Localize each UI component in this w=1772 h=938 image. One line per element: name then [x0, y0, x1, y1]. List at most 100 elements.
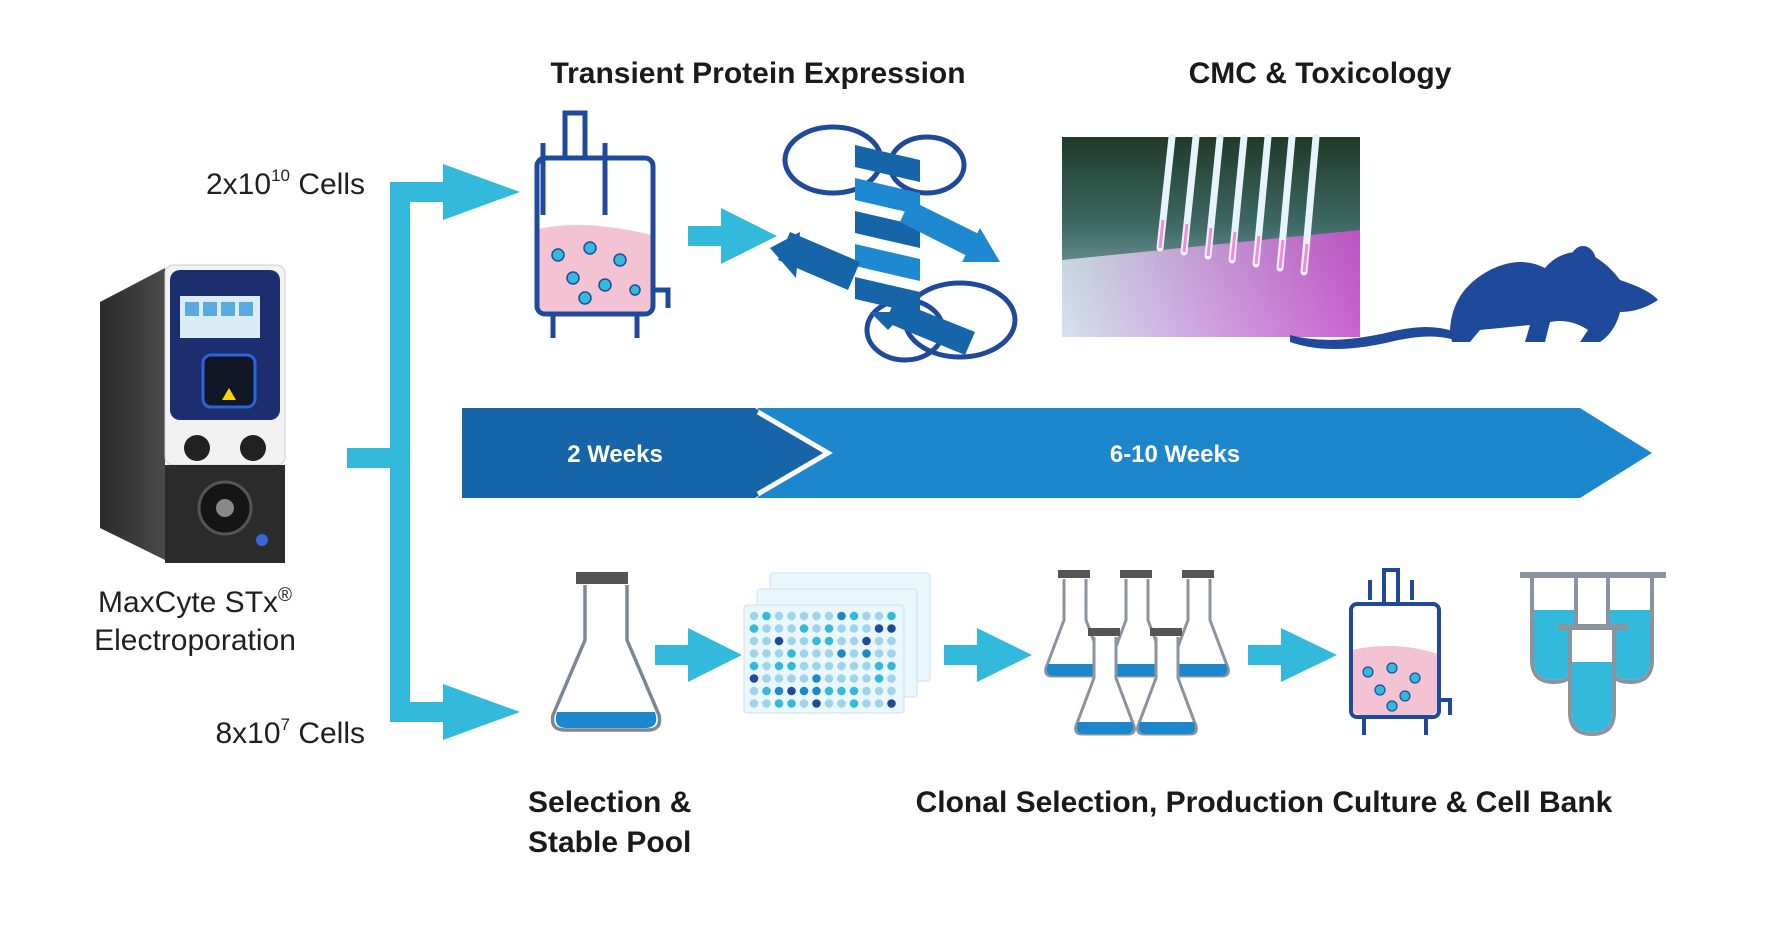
well: [749, 661, 759, 671]
well: [849, 649, 859, 658]
well: [762, 699, 771, 708]
timeline-banner: 2 Weeks 6-10 Weeks: [462, 408, 1652, 498]
well: [774, 624, 784, 633]
well-grid: [749, 611, 896, 708]
well: [849, 611, 859, 621]
clonal-selection-label: Clonal Selection, Production Culture & C…: [916, 786, 1613, 819]
well: [787, 649, 796, 658]
well: [887, 686, 896, 696]
well: [887, 699, 896, 708]
well: [812, 699, 821, 708]
well: [837, 611, 846, 621]
well: [887, 636, 896, 646]
small-flask: [1074, 628, 1136, 736]
well: [799, 624, 809, 633]
well: [874, 661, 884, 671]
timeline-segment-later: [757, 408, 1652, 498]
well: [812, 624, 821, 633]
well: [812, 686, 821, 696]
well: [749, 674, 759, 683]
cmc-toxicology-header: CMC & Toxicology: [1189, 57, 1452, 90]
bottom-branch-cells-label: 8x107 Cells: [215, 715, 365, 750]
branch-connector: [347, 164, 520, 740]
well: [837, 699, 846, 708]
well: [824, 649, 834, 658]
well: [762, 624, 771, 633]
well: [774, 674, 784, 683]
well: [887, 674, 896, 683]
well: [774, 611, 784, 621]
well: [824, 661, 834, 671]
well: [824, 611, 834, 621]
well: [887, 611, 896, 621]
well: [774, 686, 784, 696]
well: [849, 661, 859, 671]
well: [787, 611, 796, 621]
well: [837, 636, 846, 646]
well: [787, 636, 796, 646]
svg-text:MaxCyte STx®: MaxCyte STx®: [98, 585, 292, 619]
production-bioreactor-icon: [1349, 568, 1452, 735]
well: [862, 624, 871, 633]
small-flask: [1168, 570, 1230, 678]
small-flask: [1136, 628, 1198, 736]
well: [799, 649, 809, 658]
well: [837, 674, 846, 683]
well: [862, 649, 871, 658]
well: [874, 674, 884, 683]
well: [774, 636, 784, 646]
mouse-icon: [1290, 246, 1658, 349]
well: [787, 674, 796, 683]
well: [787, 699, 796, 708]
maxcyte-device-image: [100, 264, 286, 563]
well: [749, 699, 759, 708]
device-registered-mark: ®: [278, 585, 292, 606]
well: [874, 611, 884, 621]
well: [762, 674, 771, 683]
well: [874, 699, 884, 708]
well: [787, 624, 796, 633]
flow-arrow: [944, 628, 1032, 682]
well: [887, 624, 896, 633]
device-name: MaxCyte STx: [98, 586, 278, 619]
pipetting-photo: [1062, 133, 1360, 337]
well: [812, 661, 821, 671]
well: [812, 636, 821, 646]
flow-arrow: [688, 208, 777, 264]
well: [837, 624, 846, 633]
well: [862, 636, 871, 646]
well: [749, 649, 759, 658]
selection-label-line1: Selection &: [528, 786, 691, 819]
well: [824, 674, 834, 683]
well: [799, 636, 809, 646]
bioreactor-icon: [534, 110, 671, 338]
erlenmeyer-flask-icon: [550, 572, 662, 732]
culture-flasks-icon: [1044, 570, 1230, 736]
well: [837, 686, 846, 696]
well: [812, 674, 821, 683]
well: [874, 686, 884, 696]
well: [837, 649, 846, 658]
timeline-segment-first: [462, 408, 825, 498]
well: [749, 686, 759, 696]
well: [837, 661, 846, 671]
well: [862, 611, 871, 621]
well-plates-icon: [743, 572, 931, 714]
well: [799, 661, 809, 671]
well: [762, 636, 771, 646]
well: [749, 636, 759, 646]
well: [749, 624, 759, 633]
well: [824, 686, 834, 696]
well: [799, 699, 809, 708]
well: [787, 686, 796, 696]
protein-structure-icon: [770, 124, 1018, 363]
flow-arrow: [1248, 628, 1337, 682]
well: [774, 649, 784, 658]
well: [799, 686, 809, 696]
well: [762, 649, 771, 658]
well: [787, 661, 796, 671]
flow-arrow: [655, 628, 742, 682]
well: [849, 686, 859, 696]
transient-expression-header: Transient Protein Expression: [550, 57, 965, 90]
